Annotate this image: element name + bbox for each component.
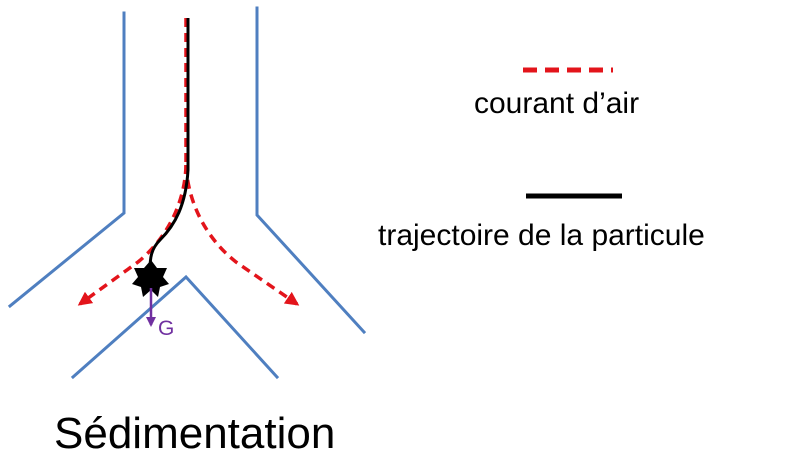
airway-left-wall [7,11,126,309]
particle-icon [132,260,169,297]
airway-walls [7,6,367,380]
particle-trajectory [148,18,190,271]
air-current [77,18,300,306]
air-current-left-branch [77,164,188,306]
air-current-right-branch [184,164,300,306]
gravity-label: G [158,317,174,340]
airway-carina-wall [70,274,280,380]
legend-particle-path-label: trajectoire de la particule [378,219,705,252]
legend-air-current-label: courant d’air [474,87,639,120]
diagram-title: Sédimentation [54,409,335,450]
airway-right-wall [255,6,367,335]
legend: courant d’air trajectoire de la particul… [378,67,705,252]
